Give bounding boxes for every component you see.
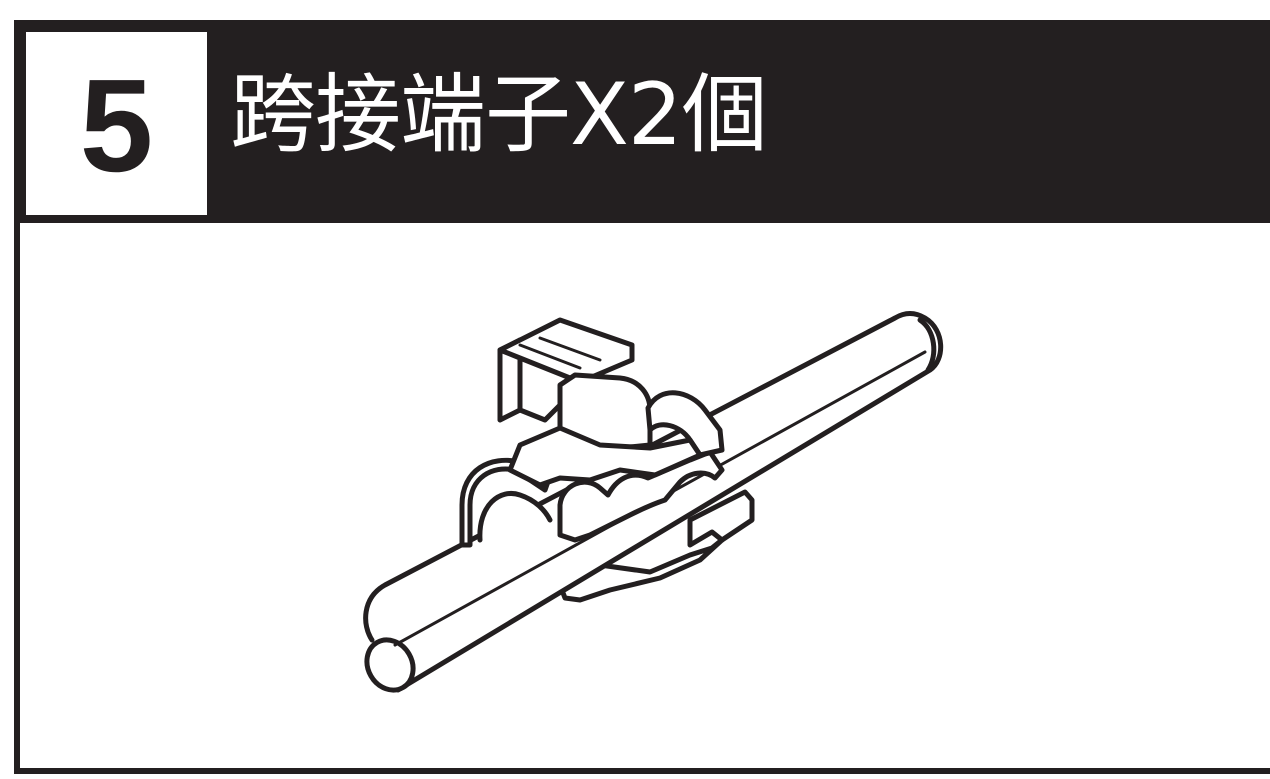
clip-bottom-tab-left: [557, 537, 725, 603]
step-number: 5: [79, 51, 154, 199]
clip-front-saddle: [557, 449, 725, 543]
clip-top-cap: [497, 317, 635, 385]
step-title: 跨接端子X2個: [230, 65, 768, 165]
clip-top-cap-line: [518, 336, 602, 370]
wire-end-right: [917, 317, 937, 373]
step-header: 5 跨接端子X2個: [20, 26, 1270, 223]
step-panel: 5 跨接端子X2個: [14, 20, 1270, 774]
clip-right-arch: [645, 390, 725, 458]
wire-end-left: [364, 637, 416, 693]
clip-base: [507, 425, 703, 488]
step-number-box: 5: [26, 32, 207, 215]
clip-bottom-tab-right: [687, 489, 755, 548]
clip-rear-arch: [477, 491, 553, 543]
